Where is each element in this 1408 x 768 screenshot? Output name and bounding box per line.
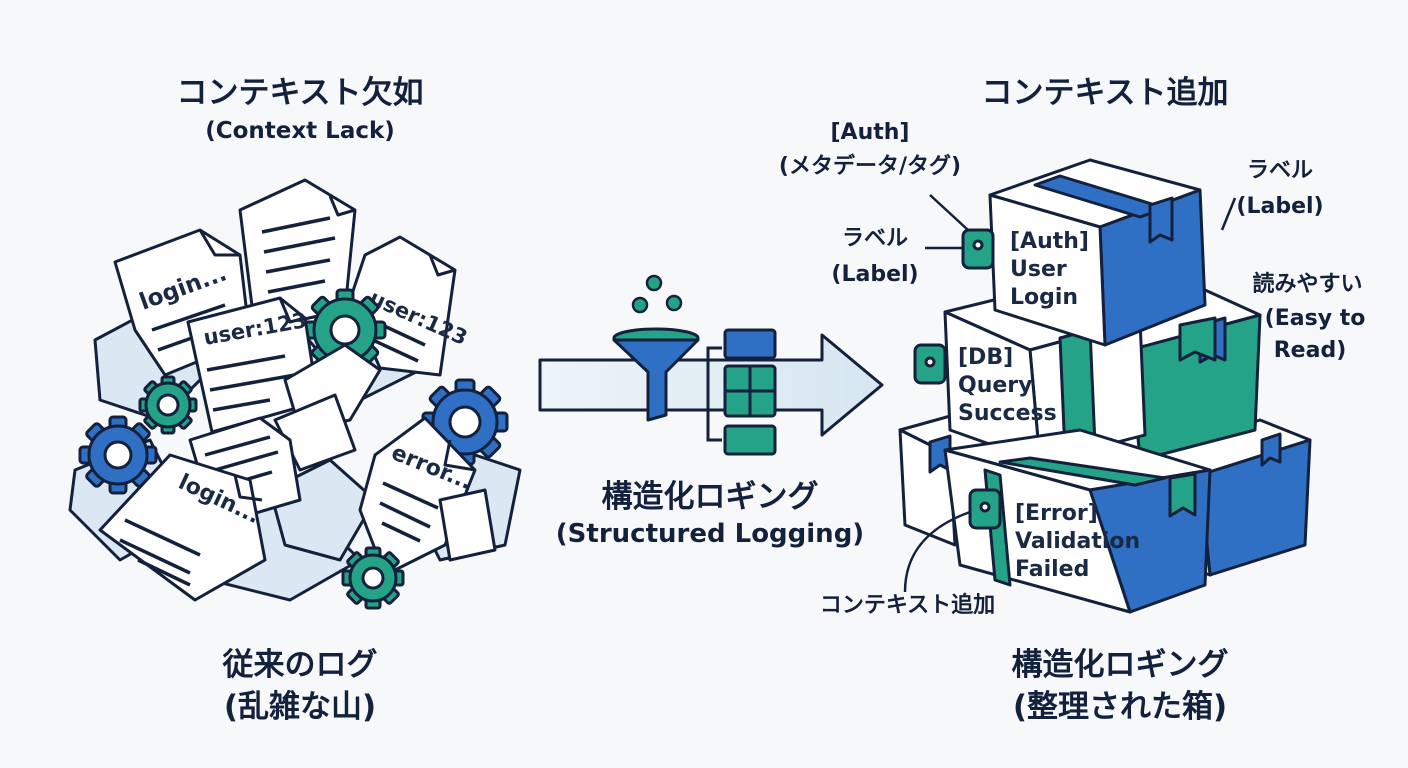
context-note: コンテキスト追加	[819, 593, 996, 618]
label-left-line2: (Label)	[831, 262, 919, 287]
gear-icon	[78, 415, 158, 495]
bubble-icon	[665, 294, 683, 312]
right-title: コンテキスト追加	[981, 75, 1229, 111]
structuring-flow	[538, 274, 884, 456]
right-caption-line1: 構造化ロギング	[1011, 647, 1229, 683]
log-document: login...	[98, 453, 267, 602]
readable-line3: Read)	[1273, 338, 1347, 363]
left-caption-line2: (乱雑な山)	[223, 689, 377, 725]
label-right-line2: (Label)	[1236, 194, 1324, 219]
funnel-icon	[612, 327, 700, 422]
left-caption-line1: 従来のログ	[222, 647, 378, 683]
left-title: コンテキスト欠如	[176, 75, 424, 111]
middle-subtitle: (Structured Logging)	[555, 519, 865, 549]
log-document: user:123	[186, 296, 320, 434]
readable-line2: (Easy to	[1264, 306, 1366, 331]
tag-note-line1: [Auth]	[830, 120, 910, 145]
tag-note-line2: (メタデータ/タグ)	[778, 154, 962, 179]
bubble-icon	[631, 296, 649, 314]
box-label: [DB] Query Success	[958, 345, 1057, 426]
organized-boxes: [DB] Query Success [Auth] User Login	[898, 158, 1312, 614]
gear-icon	[341, 546, 405, 610]
tag-icon	[913, 343, 947, 385]
readable-line1: 読みやすい	[1252, 272, 1363, 297]
callout-lines	[903, 194, 1237, 593]
paper-scrap	[438, 488, 497, 562]
bubble-icon	[645, 274, 663, 292]
middle-title: 構造化ロギング	[601, 479, 819, 515]
tag-icon	[961, 228, 995, 270]
box-label: [Error] Validation Failed	[1015, 501, 1148, 582]
right-caption-line2: (整理された箱)	[1012, 689, 1228, 725]
left-subtitle: (Context Lack)	[205, 118, 395, 144]
label-left-line1: ラベル	[841, 226, 908, 251]
box-label: [Auth] User Login	[1010, 229, 1097, 310]
messy-log-pile: user:123 login...	[68, 178, 522, 610]
storage-box-auth: [Auth] User Login	[988, 158, 1207, 347]
label-right-line1: ラベル	[1246, 158, 1313, 183]
structured-blocks-icon	[706, 328, 777, 456]
tag-icon	[968, 488, 1002, 530]
flow-arrow	[538, 333, 884, 437]
gear-icon	[138, 375, 198, 435]
log-document	[238, 178, 357, 332]
